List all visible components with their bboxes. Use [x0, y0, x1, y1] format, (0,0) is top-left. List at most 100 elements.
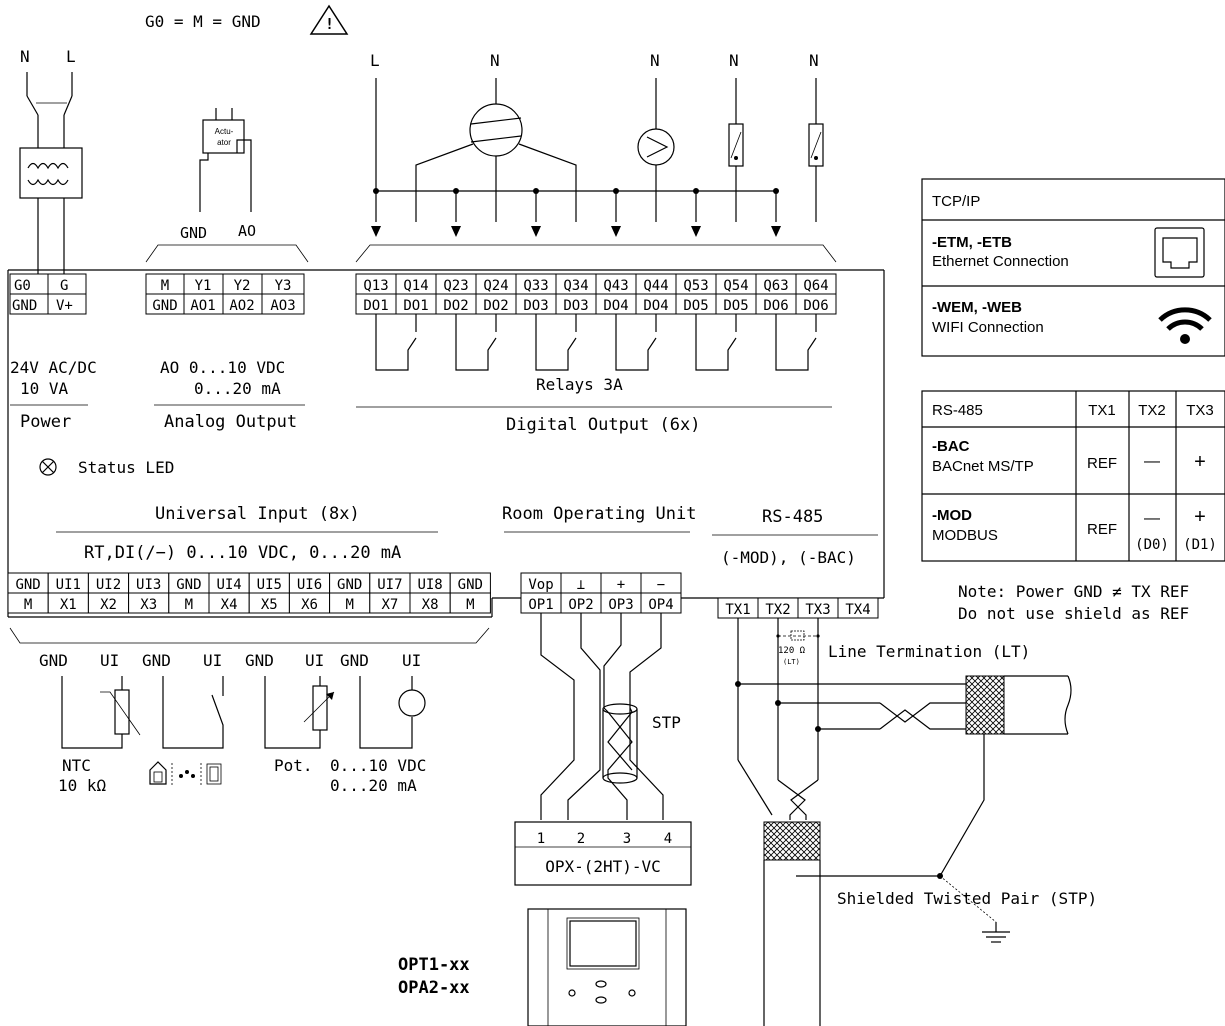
relay-contact-3 — [535, 314, 577, 371]
do-terminal-bottom-2: DO1 — [403, 298, 428, 314]
terminal-tx1: TX1 — [725, 602, 750, 618]
relay-contact-4 — [615, 314, 657, 371]
do-title: Digital Output (6x) — [506, 415, 700, 435]
ntc-value: 10 kΩ — [58, 776, 107, 795]
ui-terminal-bottom-12: M — [466, 597, 474, 613]
ui-terminal-top-8: UI6 — [297, 577, 322, 593]
power-spec-voltage: 24V AC/DC — [10, 358, 97, 377]
digital-output-section: L N N N N — [355, 51, 837, 435]
rs485-table-header: RS-485 — [932, 402, 983, 419]
ui-wire-gnd-4: GND — [340, 651, 369, 670]
power-supply-n: N — [20, 47, 30, 66]
terminal-ao2: AO2 — [229, 298, 254, 314]
signal-voltage: 0...10 VDC — [330, 756, 426, 775]
rs485-note-2: Do not use shield as REF — [958, 604, 1189, 623]
ui-terminal-top-2: UI1 — [56, 577, 81, 593]
termination-resistor-value: 120 Ω — [778, 646, 806, 656]
tcpip-row-1-code: -ETM, -ETB — [932, 234, 1012, 251]
rs485-row-2-tx2: — — [1144, 510, 1160, 527]
potentiometer-icon — [264, 676, 335, 749]
do-terminal-bottom-9: DO5 — [683, 298, 708, 314]
ao-spec-voltage: AO 0...10 VDC — [160, 358, 285, 377]
tcpip-title: TCP/IP — [932, 193, 980, 210]
valve-icon-2 — [808, 78, 824, 222]
terminal-g: G — [60, 278, 68, 294]
pump-icon — [637, 78, 675, 222]
rs485-row-2-tx3: + — [1194, 506, 1206, 528]
ui-terminal-top-1: GND — [15, 577, 40, 593]
led-icon — [39, 458, 57, 476]
device-model-1: OPT1-xx — [398, 955, 470, 975]
ui-terminal-top-12: GND — [458, 577, 483, 593]
do-terminal-bottom-12: DO6 — [803, 298, 828, 314]
terminal-vplus: V+ — [56, 298, 73, 314]
rs485-row-1-tx3: + — [1194, 451, 1206, 473]
warning-icon: ! — [309, 4, 349, 35]
do-supply-n1: N — [490, 51, 500, 70]
terminal-y2: Y2 — [234, 278, 251, 294]
ntc-sensor-icon — [61, 676, 141, 749]
do-terminal-bottom-6: DO3 — [563, 298, 588, 314]
valve-icon-1 — [728, 78, 744, 222]
rs485-row-2-code: -MOD — [932, 507, 972, 524]
wifi-icon — [1158, 307, 1212, 344]
connector-name: OPX-(2HT)-VC — [545, 857, 661, 876]
tcpip-row-2-desc: WIFI Connection — [932, 319, 1044, 336]
ui-terminal-bottom-9: M — [345, 597, 353, 613]
ui-terminal-top-5: GND — [176, 577, 201, 593]
power-spec-va: 10 VA — [20, 379, 69, 398]
do-terminal-top-10: Q54 — [723, 278, 748, 294]
rs485-table-tx3: TX3 — [1186, 402, 1214, 419]
do-terminal-bottom-11: DO6 — [763, 298, 788, 314]
ui-wire-gnd-3: GND — [245, 651, 274, 670]
tcpip-row-1-desc: Ethernet Connection — [932, 253, 1069, 270]
rs485-row-2-tx3-sub: (D1) — [1183, 537, 1217, 553]
do-terminal-top-2: Q14 — [403, 278, 428, 294]
rs485-section: RS-485 (-MOD), (-BAC) TX1 TX2 TX3 TX4 12… — [712, 507, 1189, 1026]
rs485-row-1-desc: BACnet MS/TP — [932, 458, 1034, 475]
ui-terminal-bottom-1: M — [24, 597, 32, 613]
terminal-tx3: TX3 — [805, 602, 830, 618]
do-terminal-bottom-4: DO2 — [483, 298, 508, 314]
connector-pin-1: 1 — [537, 831, 545, 847]
rs485-table: RS-485 TX1 TX2 TX3 -BAC BACnet MS/TP REF… — [921, 390, 1225, 562]
ui-terminal-top-9: GND — [337, 577, 362, 593]
rs485-row-1-code: -BAC — [932, 438, 970, 455]
rs485-title: RS-485 — [762, 507, 823, 527]
ui-terminal-bottom-2: X1 — [60, 597, 77, 613]
rs485-cable — [735, 618, 1072, 1026]
ui-terminal-bottom-4: X3 — [140, 597, 157, 613]
connector-pin-2: 2 — [577, 831, 585, 847]
rs485-table-tx1: TX1 — [1088, 402, 1116, 419]
status-led-label: Status LED — [78, 458, 174, 477]
ethernet-port-icon — [1154, 227, 1205, 278]
presence-icons — [149, 761, 222, 786]
ui-spec: RT,DI(∕−) 0...10 VDC, 0...20 mA — [84, 543, 401, 563]
do-terminal-bottom-10: DO5 — [723, 298, 748, 314]
svg-text:ator: ator — [217, 138, 231, 147]
relay-contacts — [375, 314, 817, 371]
svg-text:!: ! — [325, 15, 334, 33]
terminal-op3: OP3 — [608, 597, 633, 613]
termination-label: Line Termination (LT) — [828, 642, 1030, 661]
rs485-row-2-desc: MODBUS — [932, 527, 998, 544]
tcpip-row-2-code: -WEM, -WEB — [932, 299, 1022, 316]
ui-title: Universal Input (8x) — [155, 504, 360, 524]
do-terminal-top-11: Q63 — [763, 278, 788, 294]
do-terminal-top-1: Q13 — [363, 278, 388, 294]
rs485-subtitle: (-MOD), (-BAC) — [721, 548, 856, 567]
do-terminal-bottom-5: DO3 — [523, 298, 548, 314]
rs485-table-tx2: TX2 — [1138, 402, 1166, 419]
terminal-m: M — [161, 278, 169, 294]
terminal-ao1: AO1 — [190, 298, 215, 314]
relay-note: Relays 3A — [536, 375, 623, 394]
termination-resistor-icon — [776, 630, 820, 641]
do-supply-n4: N — [809, 51, 819, 70]
tcpip-table: TCP/IP -ETM, -ETB Ethernet Connection -W… — [921, 178, 1225, 357]
terminal-op1: OP1 — [528, 597, 553, 613]
signal-current: 0...20 mA — [330, 776, 417, 795]
rou-cable — [540, 613, 664, 820]
terminal-op4: OP4 — [648, 597, 673, 613]
do-terminal-bottom-8: DO4 — [643, 298, 668, 314]
